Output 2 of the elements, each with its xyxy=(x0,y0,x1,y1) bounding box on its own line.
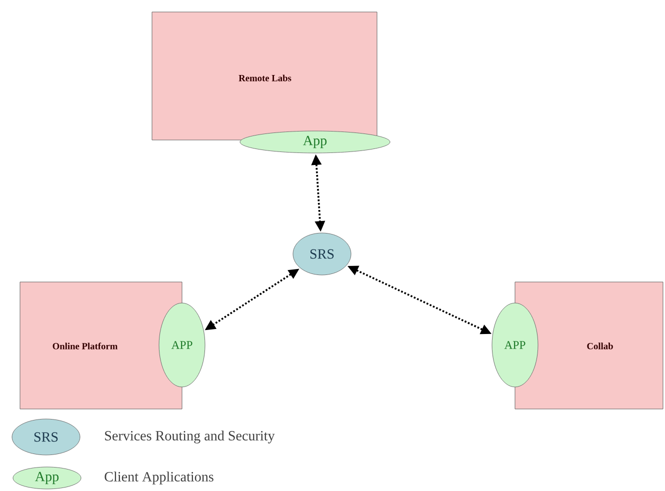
legend-text: Services Routing and Security xyxy=(105,430,275,444)
legend-text: Client Applications xyxy=(104,472,214,484)
